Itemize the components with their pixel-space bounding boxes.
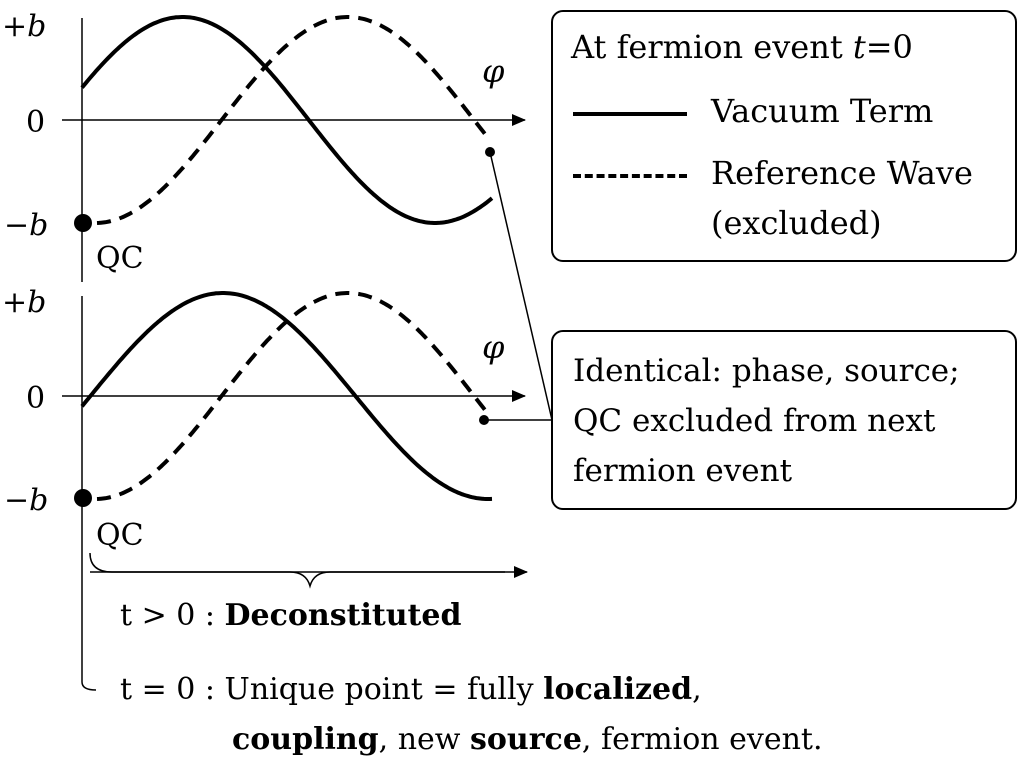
legend-solid-line-swatch — [573, 112, 687, 116]
connector-upper — [489, 151, 553, 421]
note-line-1: Identical: phase, source; — [573, 353, 960, 389]
event-coupling: coupling — [232, 722, 379, 757]
legend-label-reference-wave: Reference Wave — [711, 154, 973, 192]
event-prefix: t = 0 : Unique point = fully — [120, 672, 544, 707]
event-comma: , — [692, 672, 702, 707]
event-new: , new — [378, 722, 471, 757]
note-line-2: QC excluded from next — [573, 403, 936, 439]
legend-title-variable: t — [852, 28, 866, 66]
timeline-event-line-2: coupling, new source, fermion event. — [232, 722, 823, 757]
lower-tick-zero: 0 — [26, 381, 45, 416]
upper-vacuum-term-curve — [80, 15, 494, 225]
event-connector — [81, 681, 97, 691]
deconstituted-brace — [89, 552, 505, 589]
lower-qc-label: QC — [96, 518, 144, 553]
later-state: Deconstituted — [224, 598, 462, 633]
lower-panel: +b 0 −b φ QC — [2, 285, 528, 691]
legend-title-prefix: At fermion event — [571, 28, 853, 66]
note-text: Identical: phase, source; QC excluded fr… — [573, 346, 960, 496]
legend-box: At fermion event t=0 Vacuum Term Referen… — [551, 10, 1017, 262]
lower-reference-wave-curve — [96, 291, 491, 501]
lower-phi-label: φ — [482, 328, 505, 366]
upper-qc-point — [74, 214, 92, 232]
note-box: Identical: phase, source; QC excluded fr… — [551, 330, 1017, 510]
legend-label-vacuum-term: Vacuum Term — [711, 92, 934, 130]
timeline-later-label: t > 0 : Deconstituted — [120, 598, 461, 633]
upper-tick-zero: 0 — [26, 105, 45, 140]
note-line-3: fermion event — [573, 453, 793, 489]
legend-title: At fermion event t=0 — [571, 28, 913, 66]
legend-label-excluded: (excluded) — [711, 204, 882, 242]
upper-reference-wave-curve — [96, 15, 491, 225]
upper-panel: +b 0 −b φ QC — [2, 9, 526, 282]
later-prefix: t > 0 : — [120, 598, 225, 633]
upper-qc-label: QC — [96, 241, 144, 276]
upper-tick-minus-b: −b — [4, 208, 48, 243]
event-suffix: , fermion event. — [581, 722, 823, 757]
lower-tick-minus-b: −b — [4, 483, 48, 518]
event-source: source — [470, 722, 582, 757]
upper-phi-label: φ — [482, 52, 505, 90]
lower-qc-point — [74, 489, 92, 507]
timeline-event-line-1: t = 0 : Unique point = fully localized, — [120, 672, 702, 707]
upper-tick-plus-b: +b — [2, 9, 46, 44]
legend-title-suffix: =0 — [865, 28, 913, 66]
lower-tick-plus-b: +b — [2, 285, 46, 320]
legend-dashed-line-swatch — [573, 174, 687, 178]
event-localized: localized — [543, 672, 693, 707]
